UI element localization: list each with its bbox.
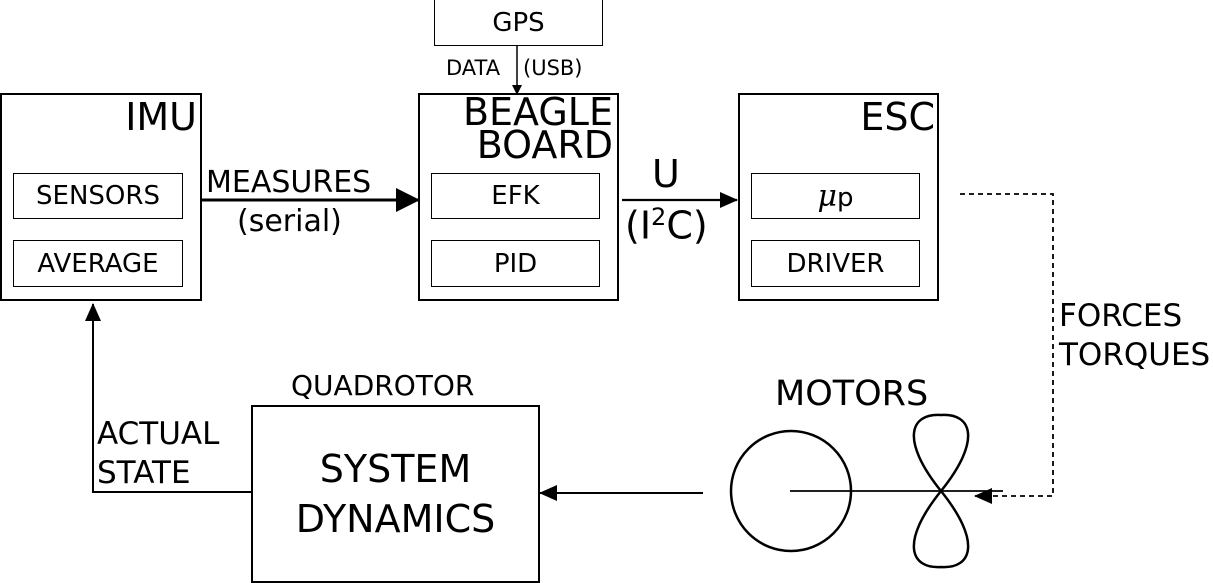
beagleboard-title-line1: BEAGLE — [462, 90, 613, 134]
serial-label: (serial) — [237, 204, 342, 239]
beagle-efk-label: EFK — [491, 181, 540, 211]
motors-label: MOTORS — [775, 374, 929, 414]
system-dynamics-box: SYSTEM DYNAMICS — [251, 405, 540, 583]
imu-sensors-label: SENSORS — [36, 181, 160, 211]
gps-data-label: DATA — [446, 56, 501, 80]
esc-mup-box: μp — [751, 173, 920, 219]
torques-label: TORQUES — [1059, 337, 1211, 373]
u-label: U — [652, 152, 680, 196]
imu-average-box: AVERAGE — [13, 240, 183, 287]
esc-title: ESC — [860, 95, 935, 139]
beagleboard-title: BEAGLE BOARD — [420, 90, 613, 167]
esc-mup-label: μp — [817, 179, 853, 214]
imu-title: IMU — [125, 95, 197, 139]
gps-usb-label: (USB) — [523, 56, 583, 80]
state-label: STATE — [97, 455, 191, 491]
esc-driver-box: DRIVER — [751, 240, 920, 287]
beagle-pid-box: PID — [431, 240, 600, 287]
esc-mup-suffix: p — [836, 182, 854, 213]
gps-label: GPS — [492, 7, 545, 38]
forces-label: FORCES — [1059, 298, 1183, 334]
system-dynamics-line1: SYSTEM — [319, 447, 472, 491]
beagle-pid-label: PID — [493, 248, 538, 279]
system-dynamics-line2: DYNAMICS — [295, 497, 496, 541]
forces-torques-dashed-line — [960, 193, 1054, 504]
propeller-icon — [912, 413, 970, 569]
i2c-superscript: 2 — [651, 203, 667, 231]
measures-label: MEASURES — [206, 165, 372, 200]
esc-driver-label: DRIVER — [786, 248, 885, 279]
beagle-efk-box: EFK — [431, 173, 600, 219]
imu-average-label: AVERAGE — [37, 248, 159, 279]
actual-label: ACTUAL — [97, 416, 220, 452]
beagleboard-title-line2: BOARD — [476, 123, 613, 167]
quadrotor-label: QUADROTOR — [291, 369, 475, 402]
i2c-close: C) — [666, 203, 708, 248]
i2c-open: (I — [625, 203, 652, 248]
mu-symbol: μ — [817, 178, 837, 214]
gps-box: GPS — [434, 0, 603, 46]
i2c-label: (I2C) — [625, 203, 708, 248]
actual-state-feedback-line — [85, 303, 251, 493]
imu-sensors-box: SENSORS — [13, 173, 183, 219]
